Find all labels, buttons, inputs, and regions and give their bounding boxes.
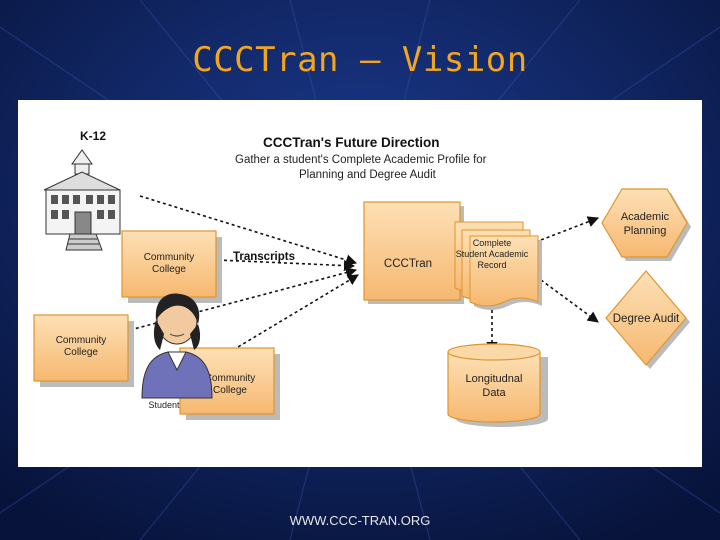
student-icon (141, 293, 213, 399)
arrow-cc-top-to-ccctran (217, 259, 356, 272)
record-line2: Student Academic (456, 249, 529, 259)
longitudinal-data-cylinder: Longitudnal Data (447, 343, 548, 427)
academic-planning-hexagon: Academic Planning (601, 188, 691, 261)
arrow-k12-to-ccctran (139, 195, 358, 266)
transcripts-label: Transcripts (233, 251, 295, 263)
school-building-icon (43, 149, 121, 251)
cc-top-line1: Community (144, 252, 195, 263)
community-college-box-top: Community College (121, 230, 222, 303)
footer-url[interactable]: WWW.CCC-TRAN.ORG (289, 513, 431, 528)
arrow-to-academic-planning (540, 216, 600, 241)
ccctran-label: CCCTran (384, 258, 432, 270)
planning-line1: Academic (621, 211, 670, 223)
degree-audit-label: Degree Audit (613, 313, 680, 325)
database-line2: Data (482, 387, 506, 399)
slide-title: CCCTran – Vision (192, 40, 528, 80)
cc-left-line2: College (64, 347, 98, 358)
community-college-box-left: Community College (33, 314, 134, 387)
cc-bottom-line1: Community (205, 373, 256, 384)
record-line1: Complete (473, 238, 512, 248)
diagram-subheading-line1: Gather a student's Complete Academic Pro… (235, 154, 487, 166)
diagram-heading: CCCTran's Future Direction (263, 135, 439, 150)
arrow-cc-bottom-to-ccctran (232, 274, 359, 351)
degree-audit-diamond: Degree Audit (605, 270, 690, 369)
ccctran-box: CCCTran (363, 201, 464, 304)
diagram-subheading-line2: Planning and Degree Audit (299, 169, 437, 181)
arrow-to-degree-audit (540, 279, 599, 323)
planning-line2: Planning (624, 225, 667, 237)
cc-left-line1: Community (56, 335, 107, 346)
academic-record-docs: Complete Student Academic Record (454, 221, 542, 310)
k12-label: K-12 (80, 129, 106, 143)
record-line3: Record (477, 260, 506, 270)
cc-bottom-line2: College (213, 385, 247, 396)
diagram: K-12 CCCTran's Future Direction Gather a… (33, 129, 691, 427)
cc-top-line2: College (152, 264, 186, 275)
diagram-panel: K-12 CCCTran's Future Direction Gather a… (18, 100, 702, 467)
database-line1: Longitudnal (466, 373, 523, 385)
student-label: Student (148, 400, 180, 410)
